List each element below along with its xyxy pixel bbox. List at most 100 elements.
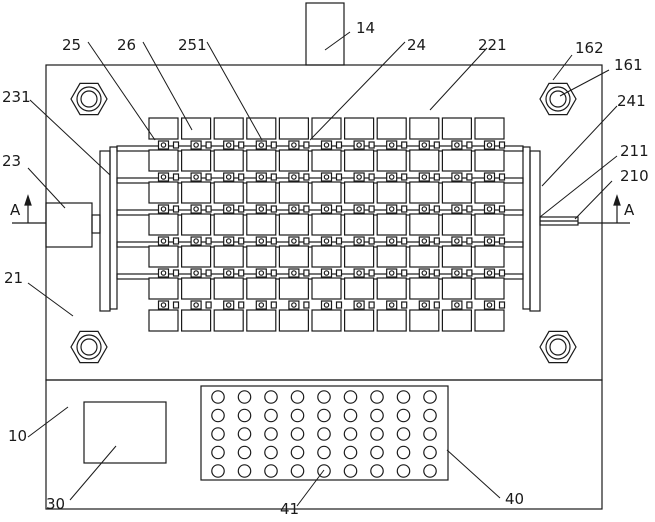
grid-block [279, 150, 308, 171]
clip [500, 302, 505, 308]
roller-seat [289, 237, 299, 245]
roller-seat [224, 173, 234, 181]
clip [467, 174, 472, 180]
roller-seat [256, 205, 266, 213]
grid-block [410, 278, 439, 299]
grid-block [410, 118, 439, 139]
clip [500, 206, 505, 212]
clip [500, 238, 505, 244]
clip [271, 142, 276, 148]
panel-hole [371, 428, 383, 440]
label-21: 21 [4, 269, 23, 287]
grid-block [279, 278, 308, 299]
panel-hole [344, 391, 356, 403]
clip [206, 302, 211, 308]
panel-hole [212, 465, 224, 477]
label-25: 25 [62, 36, 81, 54]
panel-hole [318, 446, 330, 458]
grid-block [182, 182, 211, 203]
label-40: 40 [505, 490, 524, 508]
clip [434, 142, 439, 148]
panel-hole [212, 446, 224, 458]
grid-block [475, 278, 504, 299]
clip [402, 270, 407, 276]
clip [467, 142, 472, 148]
roller-seat [485, 237, 495, 245]
grid-block [442, 214, 471, 235]
roller-seat [289, 205, 299, 213]
clip [304, 238, 309, 244]
roller-seat [452, 237, 462, 245]
panel-hole [291, 465, 303, 477]
grid-block [149, 246, 178, 267]
clip [402, 206, 407, 212]
grid-block [149, 310, 178, 331]
clip [174, 174, 179, 180]
inner-right-rail [523, 147, 530, 309]
roller-seat [159, 237, 169, 245]
grid-block [182, 246, 211, 267]
clip [434, 206, 439, 212]
roller-seat [485, 173, 495, 181]
roller-seat [387, 173, 397, 181]
roller-seat [354, 237, 364, 245]
roller-seat [256, 237, 266, 245]
clip [402, 142, 407, 148]
clip [271, 270, 276, 276]
roller-seat [256, 141, 266, 149]
grid-block [442, 182, 471, 203]
panel-hole [212, 409, 224, 421]
roller-seat [452, 205, 462, 213]
grid-block [345, 150, 374, 171]
grid-block [312, 214, 341, 235]
block-grid [117, 118, 523, 331]
panel-hole [318, 391, 330, 403]
panel-hole [265, 465, 277, 477]
roller-seat [485, 141, 495, 149]
panel-hole [238, 465, 250, 477]
clip [500, 174, 505, 180]
right-side-bar [530, 151, 540, 311]
clip [337, 142, 342, 148]
clip [337, 206, 342, 212]
clip [239, 302, 244, 308]
grid-block [377, 118, 406, 139]
clip [402, 302, 407, 308]
grid-block [149, 182, 178, 203]
grid-block [247, 182, 276, 203]
panel-hole [344, 465, 356, 477]
panel-hole [424, 465, 436, 477]
grid-block [214, 246, 243, 267]
roller-seat [354, 173, 364, 181]
roller-seat [322, 205, 332, 213]
panel-holes [212, 391, 436, 477]
grid-block [442, 278, 471, 299]
roller-seat [387, 141, 397, 149]
grid-block [410, 150, 439, 171]
grid-block [442, 118, 471, 139]
panel-hole [371, 409, 383, 421]
roller-seat [159, 205, 169, 213]
panel-hole [291, 409, 303, 421]
grid-block [442, 150, 471, 171]
roller-seat [289, 141, 299, 149]
left-cylinder-rod [92, 215, 100, 233]
panel-hole [318, 428, 330, 440]
grid-block [377, 150, 406, 171]
clip [206, 238, 211, 244]
panel-hole [212, 391, 224, 403]
clip [434, 238, 439, 244]
grid-block [247, 310, 276, 331]
grid-block [312, 310, 341, 331]
grid-block [345, 118, 374, 139]
clip [304, 270, 309, 276]
label-210: 210 [620, 167, 649, 185]
grid-block [377, 278, 406, 299]
panel-hole [265, 409, 277, 421]
clip [239, 238, 244, 244]
roller-seat [452, 173, 462, 181]
left-cylinder [46, 203, 92, 247]
label-10: 10 [8, 427, 27, 445]
label-241: 241 [617, 92, 646, 110]
